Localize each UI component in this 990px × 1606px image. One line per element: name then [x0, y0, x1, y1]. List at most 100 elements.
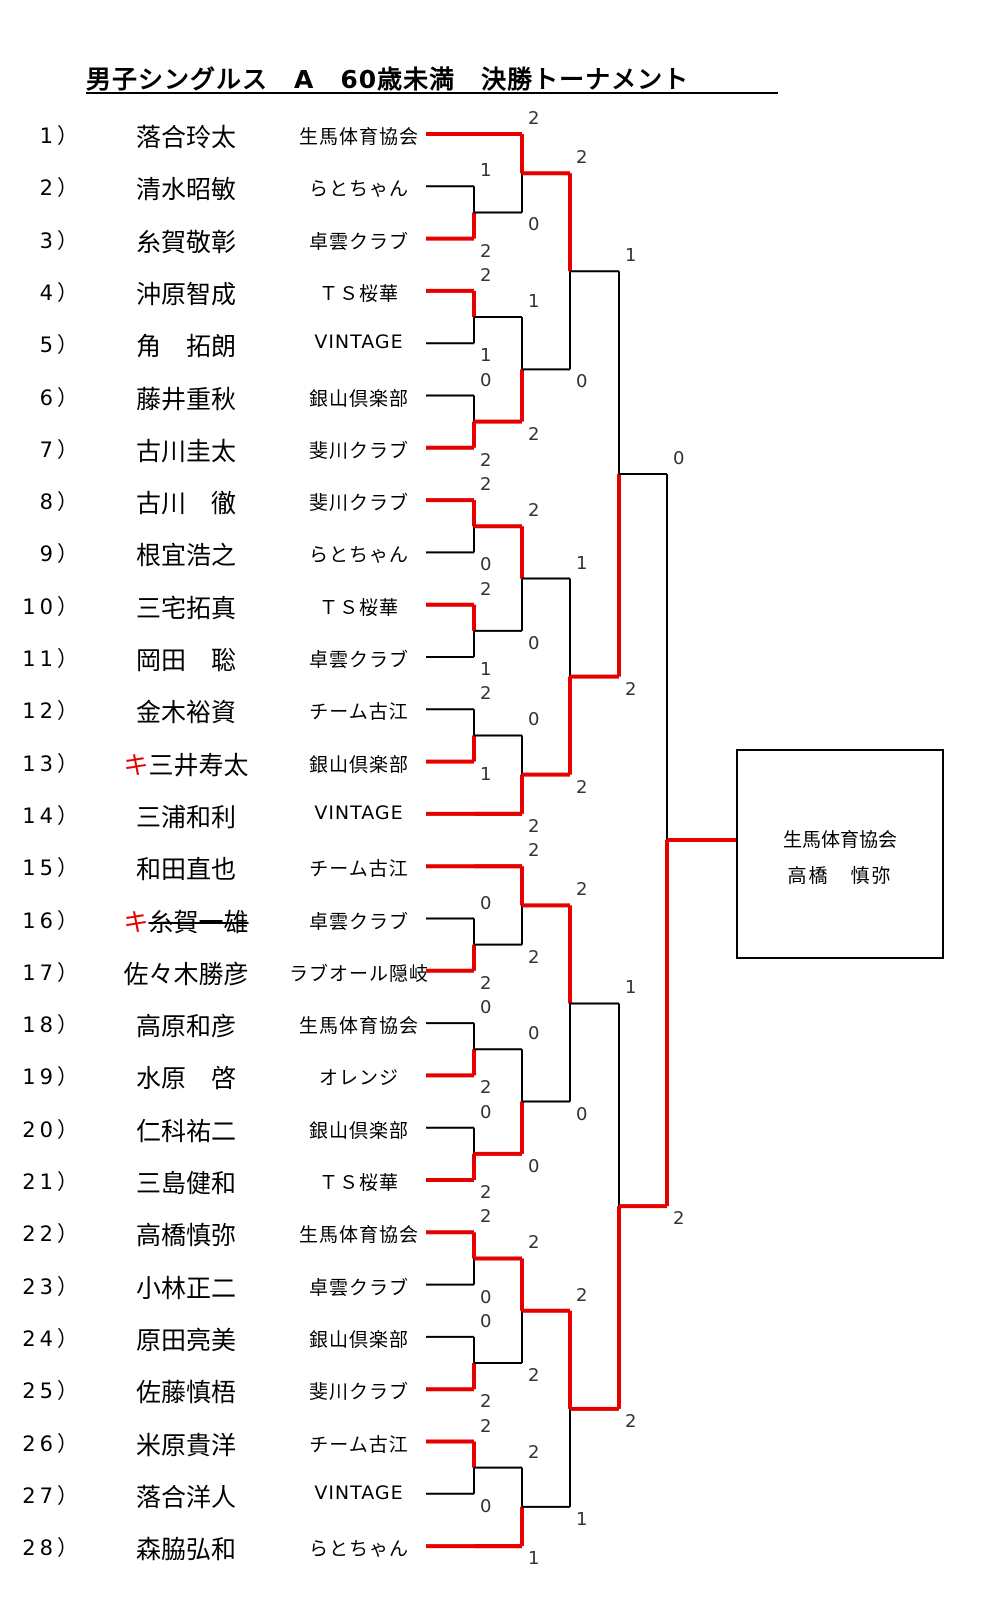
- player-name-text: 水原 啓: [135, 1064, 236, 1094]
- match-score: 0: [480, 1495, 492, 1517]
- player-name-text: 高橋慎弥: [135, 1221, 236, 1251]
- match-score: 1: [480, 763, 492, 785]
- match-score: 2: [576, 147, 588, 169]
- player-row: 24） 原田亮美 銀山倶楽部: [0, 1317, 440, 1357]
- match-score: 0: [480, 892, 492, 914]
- player-club: オレンジ: [318, 1067, 399, 1090]
- player-name: 三島健和: [108, 1164, 264, 1200]
- seed-number: 9）: [39, 542, 82, 567]
- seed-number: 7）: [39, 437, 82, 462]
- player-name: 根宜浩之: [108, 536, 264, 572]
- seed-number: 20）: [22, 1117, 82, 1142]
- seed-number: 6）: [39, 385, 82, 410]
- seed-number: 11）: [22, 647, 82, 671]
- player-name-text: 佐々木勝彦: [123, 959, 249, 989]
- seed-number: 17）: [22, 960, 82, 985]
- title-underline: [86, 92, 778, 94]
- match-score: 0: [576, 371, 588, 393]
- seed-number: 18）: [22, 1013, 82, 1038]
- match-score: 0: [528, 1023, 540, 1045]
- player-name: 森脇弘和: [108, 1530, 264, 1566]
- player-club: VINTAGE: [314, 331, 404, 354]
- seed-number: 27）: [22, 1483, 82, 1508]
- player-name: 仁科祐二: [108, 1112, 264, 1148]
- match-score: 0: [480, 997, 492, 1019]
- match-score: 2: [480, 449, 492, 471]
- match-score: 2: [576, 776, 588, 798]
- match-score: 1: [576, 1508, 588, 1530]
- match-score: 0: [480, 1310, 492, 1332]
- match-score: 0: [480, 554, 492, 576]
- player-row: 6）藤井重秋銀山倶楽部: [0, 376, 440, 416]
- player-name-text: 藤井重秋: [135, 384, 236, 414]
- match-score: 0: [673, 447, 685, 469]
- player-name-text: 原田亮美: [135, 1325, 236, 1355]
- seed-number: 2）: [39, 176, 82, 201]
- match-score: 1: [625, 977, 637, 999]
- match-score: 2: [480, 1182, 492, 1203]
- match-score: 1: [480, 345, 492, 367]
- player-row: 19） 水原 啓 オレンジ: [0, 1055, 440, 1095]
- player-club: ＴＳ桜華: [318, 596, 399, 619]
- player-name-text: 高原和彦: [135, 1012, 236, 1042]
- player-name: 三宅拓真: [108, 589, 264, 625]
- match-score: 2: [528, 840, 540, 862]
- player-name: 古川圭太: [108, 432, 264, 468]
- player-row: 25）佐藤慎梧斐川クラブ: [0, 1369, 440, 1409]
- seed-number: 15）: [22, 856, 82, 881]
- player-club: ＴＳ桜華: [318, 282, 399, 305]
- match-score: 2: [528, 946, 540, 968]
- match-score: 1: [480, 659, 492, 680]
- player-row: 17） 佐々木勝彦 ラブオール隠岐: [0, 951, 440, 991]
- player-club: 銀山倶楽部: [308, 1119, 409, 1142]
- player-row: 23） 小林正二 卓雲クラブ: [0, 1265, 440, 1305]
- match-score: 1: [528, 291, 540, 313]
- player-row: 9）根宜浩之らとちゃん: [0, 532, 440, 572]
- player-row: 12）金木裕資チーム古江: [0, 689, 440, 729]
- player-name: 高橋慎弥: [108, 1216, 264, 1252]
- player-club: チーム古江: [309, 1433, 409, 1456]
- player-club: 銀山倶楽部: [308, 1328, 409, 1351]
- player-club: らとちゃん: [308, 1538, 409, 1561]
- seed-number: 23）: [22, 1274, 82, 1299]
- player-name: 落合玲太: [108, 118, 264, 154]
- player-club: 生馬体育協会: [298, 1224, 419, 1247]
- match-score: 2: [576, 879, 588, 901]
- player-club: 卓雲クラブ: [308, 910, 409, 933]
- player-club: ＴＳ桜華: [318, 1172, 399, 1194]
- player-club: VINTAGE: [314, 1481, 404, 1504]
- seed-number: 12）: [22, 699, 82, 724]
- seed-number: 26）: [22, 1431, 82, 1456]
- match-score: 2: [480, 1391, 492, 1413]
- seed-number: 24）: [22, 1326, 82, 1351]
- player-name: 高原和彦: [108, 1007, 264, 1043]
- player-name: 落合洋人: [108, 1478, 264, 1514]
- match-score: 2: [576, 1284, 588, 1306]
- player-row: 28） 森脇弘和 らとちゃん: [0, 1526, 440, 1566]
- seed-number: 28）: [22, 1536, 82, 1561]
- player-row: 13）キ三井寿太銀山倶楽部: [0, 742, 440, 782]
- player-name: 和田直也: [108, 850, 264, 886]
- match-score: 2: [625, 1410, 637, 1432]
- player-name-text: 清水昭敏: [135, 175, 236, 205]
- match-score: 2: [528, 1441, 540, 1463]
- player-name-text: 金木裕資: [135, 698, 236, 728]
- player-club: ラブオール隠岐: [288, 962, 429, 985]
- match-score: 2: [480, 1206, 492, 1228]
- match-score: 0: [528, 214, 540, 236]
- player-name-text: 糸賀敬彰: [135, 227, 236, 257]
- player-name-text: 小林正二: [135, 1273, 236, 1303]
- seed-number: 19）: [22, 1065, 82, 1090]
- player-name-text: 角 拓朗: [135, 332, 236, 362]
- match-score: 2: [480, 1077, 492, 1099]
- match-score: 0: [528, 632, 540, 654]
- player-name-text: 森脇弘和: [135, 1535, 236, 1565]
- player-name-text: 落合洋人: [135, 1482, 236, 1512]
- player-club: 卓雲クラブ: [308, 1276, 409, 1299]
- match-score: 0: [480, 369, 492, 391]
- player-name: 沖原智成: [108, 275, 264, 311]
- match-score: 1: [625, 245, 637, 267]
- player-name: 佐藤慎梧: [108, 1373, 264, 1409]
